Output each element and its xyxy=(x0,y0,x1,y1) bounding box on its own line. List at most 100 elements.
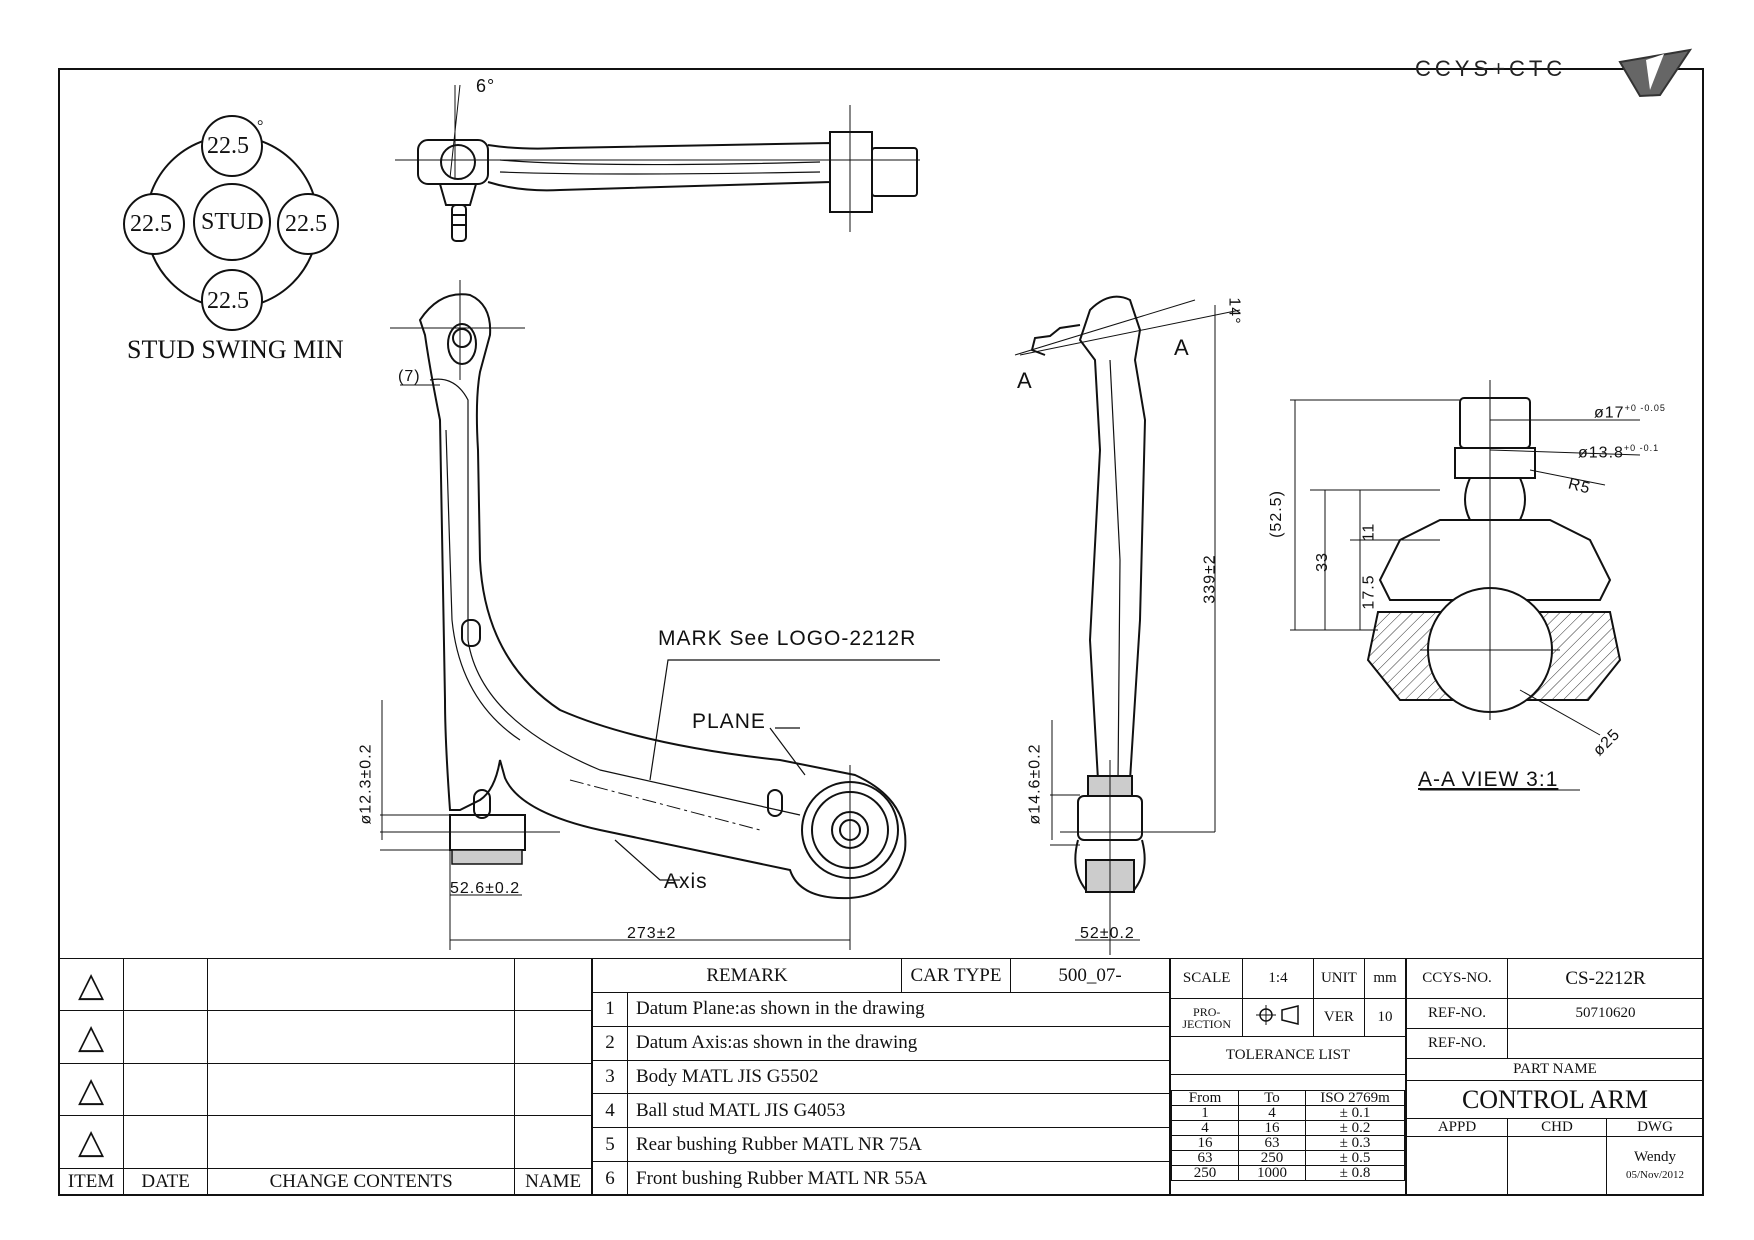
plane-note: PLANE xyxy=(692,710,766,733)
appd-label: APPD xyxy=(1406,1118,1508,1137)
dia-13-8-tol: +0 -0.1 xyxy=(1623,443,1660,453)
dim-52-6: 52.6±0.2 xyxy=(450,880,521,897)
remark-no: 2 xyxy=(592,1025,628,1061)
remark-header: REMARK xyxy=(592,958,902,993)
dia-13-8-dim: ø13.8+0 -0.1 xyxy=(1578,443,1659,462)
remark-no: 5 xyxy=(592,1127,628,1163)
revision-name-cell xyxy=(514,1062,592,1117)
ref-no2-label: REF-NO. xyxy=(1406,1028,1508,1059)
remark-text: Datum Plane:as shown in the drawing xyxy=(627,992,1170,1027)
tol-to: 250 xyxy=(1238,1149,1306,1166)
triangle-icon: △ xyxy=(77,1019,105,1057)
appd-signature xyxy=(1406,1136,1508,1196)
ccys-no-value: CS-2212R xyxy=(1507,958,1704,999)
revision-change-cell xyxy=(207,1010,516,1064)
car-type-label: CAR TYPE xyxy=(901,958,1011,993)
degree-symbol: ° xyxy=(257,118,264,135)
tol-from: 1 xyxy=(1171,1104,1239,1121)
dim-7: (7) xyxy=(398,368,421,385)
scale-label: SCALE xyxy=(1169,958,1244,999)
dwg-date: 05/Nov/2012 xyxy=(1625,1169,1685,1181)
dia-17-tol: +0 -0.05 xyxy=(1624,403,1666,413)
tol-value: ± 0.8 xyxy=(1305,1164,1405,1181)
revision-triangle-2: △ xyxy=(57,1010,125,1064)
dim-339: 339±2 xyxy=(1201,554,1219,604)
triangle-icon: △ xyxy=(77,1071,105,1109)
swing-angle-bottom: 22.5 xyxy=(207,288,249,314)
dia-17-dim: ø17+0 -0.05 xyxy=(1594,403,1666,422)
dim-33: 33 xyxy=(1313,552,1331,572)
revision-name-cell xyxy=(514,1115,592,1169)
dim-11: 11 xyxy=(1360,522,1378,542)
tol-header-iso: ISO 2769m xyxy=(1305,1089,1405,1106)
dia-17-value: ø17 xyxy=(1594,404,1625,422)
dwg-signature: Wendy 05/Nov/2012 xyxy=(1606,1136,1704,1196)
revision-table: △ △ △ △ ITEM DATE CHANGE CONTENTS NAME xyxy=(57,957,592,1197)
revision-triangle-4: △ xyxy=(57,1115,125,1169)
tol-to: 16 xyxy=(1238,1119,1306,1136)
change-header: CHANGE CONTENTS xyxy=(207,1167,516,1197)
revision-triangle-3: △ xyxy=(57,1062,125,1117)
axis-note: Axis xyxy=(664,870,708,893)
ref-no-value: 50710620 xyxy=(1507,998,1704,1029)
top-angle-label: 6° xyxy=(476,76,496,96)
revision-date-cell xyxy=(123,1010,209,1064)
tol-header-to: To xyxy=(1238,1089,1306,1106)
name-header: NAME xyxy=(514,1167,592,1197)
side-angle-label: 14° xyxy=(1225,297,1243,325)
dia-13-8-value: ø13.8 xyxy=(1578,444,1624,462)
part-name-label: PART NAME xyxy=(1406,1058,1704,1081)
scale-value: 1:4 xyxy=(1242,958,1314,999)
tol-value: ± 0.1 xyxy=(1305,1104,1405,1121)
tolerance-title: TOLERANCE LIST xyxy=(1170,1036,1406,1075)
revision-triangle-1: △ xyxy=(57,957,125,1012)
chd-label: CHD xyxy=(1507,1118,1607,1137)
section-a-right: A xyxy=(1174,335,1190,360)
tol-value: ± 0.2 xyxy=(1305,1119,1405,1136)
dim-17-5: 17.5 xyxy=(1360,574,1378,610)
ver-label: VER xyxy=(1312,998,1366,1037)
company-logo: CCYS+CTC xyxy=(1415,56,1567,81)
tol-to: 1000 xyxy=(1238,1164,1306,1181)
section-a-left: A xyxy=(1017,368,1033,393)
swing-angle-top: 22.5 xyxy=(207,133,249,159)
remark-no: 1 xyxy=(592,992,628,1027)
triangle-icon: △ xyxy=(77,966,105,1004)
remark-text: Datum Axis:as shown in the drawing xyxy=(627,1025,1170,1061)
unit-label: UNIT xyxy=(1312,958,1366,999)
dia-front-dim: ø14.6±0.2 xyxy=(1026,743,1044,825)
dim-273: 273±2 xyxy=(627,925,677,942)
revision-change-cell xyxy=(207,1062,516,1117)
revision-date-cell xyxy=(123,1115,209,1169)
remark-no: 6 xyxy=(592,1161,628,1196)
dwg-name: Wendy xyxy=(1633,1149,1677,1165)
revision-change-cell xyxy=(207,957,516,1012)
revision-date-cell xyxy=(123,1062,209,1117)
tol-to: 63 xyxy=(1238,1134,1306,1151)
first-angle-projection-icon xyxy=(1256,1004,1299,1025)
ccys-no-label: CCYS-NO. xyxy=(1406,958,1508,999)
aa-view-title: A-A VIEW 3:1 xyxy=(1418,768,1559,791)
remark-text: Ball stud MATL JIS G4053 xyxy=(627,1093,1170,1129)
tol-to: 4 xyxy=(1238,1104,1306,1121)
chd-signature xyxy=(1507,1136,1607,1196)
remark-text: Rear bushing Rubber MATL NR 75A xyxy=(627,1127,1170,1163)
swing-caption: STUD SWING MIN xyxy=(127,335,344,364)
projection-label: PRO- JECTION xyxy=(1169,998,1244,1037)
tol-from: 4 xyxy=(1171,1119,1239,1136)
tol-from: 16 xyxy=(1171,1134,1239,1151)
triangle-icon: △ xyxy=(77,1123,105,1161)
tol-value: ± 0.5 xyxy=(1305,1149,1405,1166)
swing-angle-left: 22.5 xyxy=(130,211,172,237)
remark-text: Front bushing Rubber MATL NR 55A xyxy=(627,1161,1170,1196)
revision-change-cell xyxy=(207,1115,516,1169)
identity-table: CCYS-NO. CS-2212R REF-NO. 50710620 REF-N… xyxy=(1406,958,1704,1196)
tol-from: 63 xyxy=(1171,1149,1239,1166)
remark-no: 4 xyxy=(592,1093,628,1129)
item-header: ITEM xyxy=(57,1167,125,1197)
swing-angle-right: 22.5 xyxy=(285,211,327,237)
dwg-label: DWG xyxy=(1606,1118,1704,1137)
